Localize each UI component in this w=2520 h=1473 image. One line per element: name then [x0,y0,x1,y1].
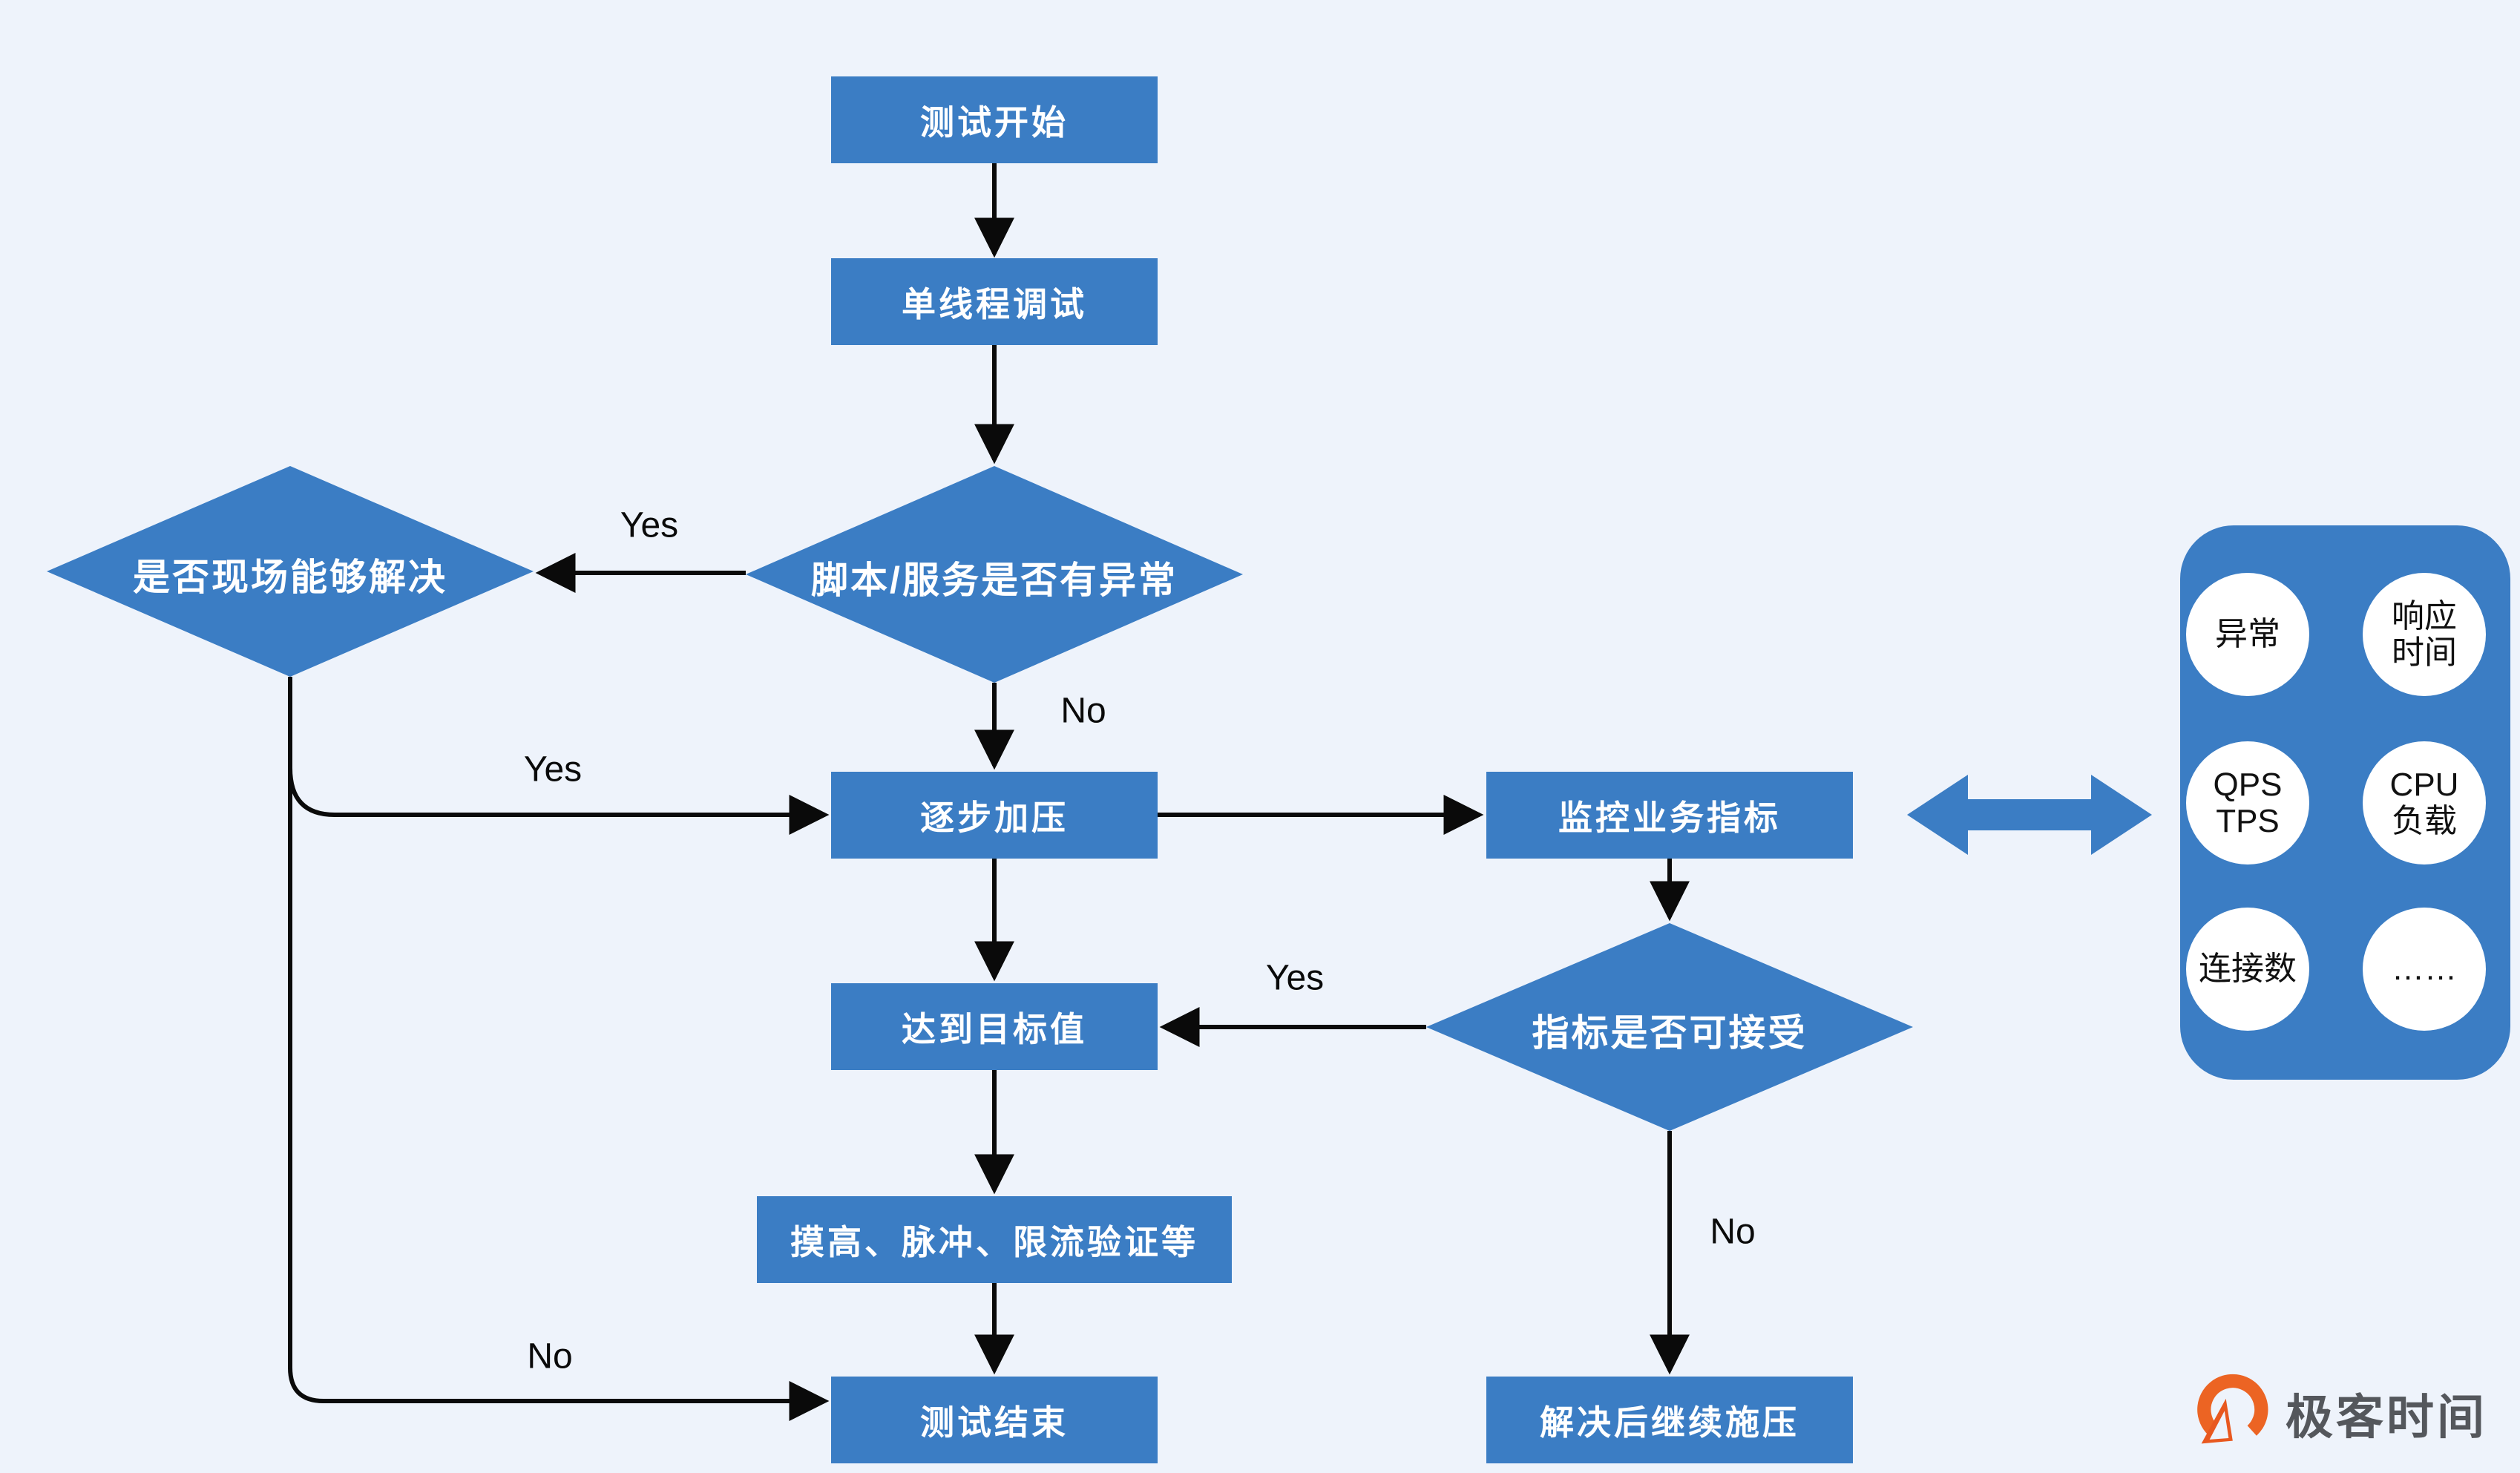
node-extra-verification: 摸高、脉冲、限流验证等 [757,1196,1232,1283]
diamond-script-service-anomaly [746,466,1243,683]
label-metrics-acceptable: 指标是否可接受 [1532,1012,1808,1054]
diamond-onsite-solvable [47,466,534,677]
metric-more: …… [2363,908,2486,1031]
geektime-logo-text: 极客时间 [2286,1391,2487,1444]
edge-onsite-no-to-end [288,677,830,1421]
geektime-logo: 极客时间 [2191,1373,2487,1454]
edge-onsite-yes-to-pressure [288,767,830,835]
node-test-start: 测试开始 [831,76,1158,163]
node-single-thread-debug: 单线程调试 [831,258,1158,345]
diamond-metrics-acceptable [1426,923,1913,1131]
sync-double-arrow-icon [1907,775,2152,855]
node-step-pressure: 逐步加压 [831,772,1158,859]
edge-label-onsite-yes: Yes [523,749,583,790]
metric-cpu-load: CPU 负载 [2363,741,2486,865]
edge-label-acceptable-no: No [1710,1212,1756,1252]
node-test-end: 测试结束 [831,1377,1158,1463]
metric-qps-tps: QPS TPS [2186,741,2309,865]
label-script-service-anomaly: 脚本/服务是否有异常 [811,560,1178,601]
node-continue-after-fix: 解决后继续施压 [1486,1377,1853,1463]
edge-label-anomaly-yes: Yes [620,505,679,545]
metric-connections: 连接数 [2186,908,2309,1031]
node-reach-target: 达到目标值 [831,983,1158,1070]
node-monitor-metrics: 监控业务指标 [1486,772,1853,859]
edge-label-onsite-no: No [527,1336,573,1377]
metric-response-time: 响应 时间 [2363,573,2486,696]
label-onsite-solvable: 是否现场能够解决 [133,557,447,598]
metric-exceptions: 异常 [2186,573,2309,696]
geektime-logo-icon [2197,1374,2268,1446]
edge-label-anomaly-no: No [1060,691,1106,731]
edge-label-acceptable-yes: Yes [1265,958,1325,998]
metrics-panel: 异常 响应 时间 QPS TPS CPU 负载 连接数 …… [2180,525,2510,1080]
